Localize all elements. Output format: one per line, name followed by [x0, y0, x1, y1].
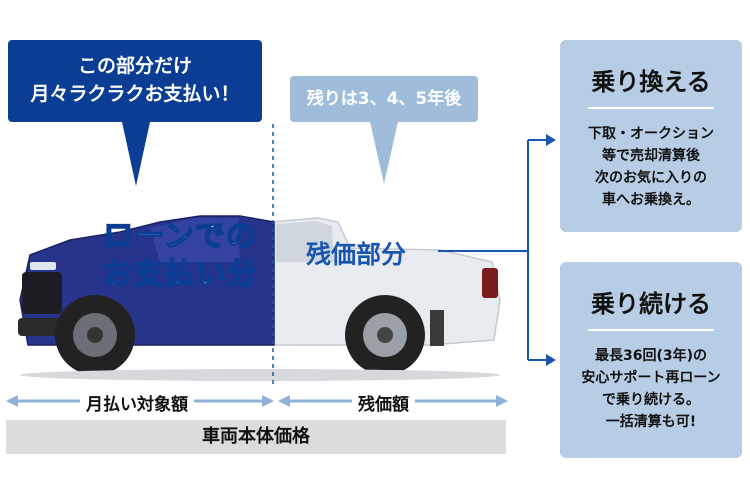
loan-label-line1: ローンでの: [103, 218, 257, 255]
option-divider: [588, 107, 714, 109]
option-divider: [588, 329, 714, 331]
monthly-target-label: 月払い対象額: [80, 390, 194, 415]
option-card-switch: 乗り換える 下取・オークション 等で売却清算後 次のお気に入りの 車へお乗換え。: [560, 40, 742, 232]
monthly-payment-callout: この部分だけ 月々ラクラクお支払い！: [8, 40, 262, 122]
option-title-continue: 乗り続ける: [591, 290, 711, 318]
option-line: で乗り続ける。: [602, 392, 700, 408]
residual-value-label: 残価額: [352, 390, 415, 415]
option-line: 最長36回(3年)の: [594, 348, 708, 364]
option-body-switch: 下取・オークション 等で売却清算後 次のお気に入りの 車へお乗換え。: [560, 123, 742, 211]
option-line: 下取・オークション: [588, 126, 714, 142]
option-line: 等で売却清算後: [602, 148, 700, 164]
option-line: 安心サポート再ローン: [581, 370, 721, 386]
option-title-switch: 乗り換える: [591, 68, 711, 96]
residual-part-label: 残価部分: [306, 240, 407, 269]
option-card-continue: 乗り続ける 最長36回(3年)の 安心サポート再ローン で乗り続ける。 一括清算…: [560, 262, 742, 458]
loan-payment-label: ローンでの お支払い分: [60, 218, 300, 294]
option-line: 次のお気に入りの: [595, 170, 707, 186]
option-line: 車へお乗換え。: [602, 192, 700, 208]
vehicle-price-bar: 車両本体価格: [6, 420, 506, 454]
residual-timing-callout: 残りは3、4、5年後: [290, 76, 478, 122]
option-line: 一括清算も可!: [605, 414, 697, 430]
option-body-continue: 最長36回(3年)の 安心サポート再ローン で乗り続ける。 一括清算も可!: [560, 345, 742, 433]
monthly-callout-line2: 月々ラクラクお支払い！: [30, 83, 240, 105]
loan-label-line2: お支払い分: [102, 256, 258, 293]
monthly-callout-line1: この部分だけ: [77, 55, 192, 77]
